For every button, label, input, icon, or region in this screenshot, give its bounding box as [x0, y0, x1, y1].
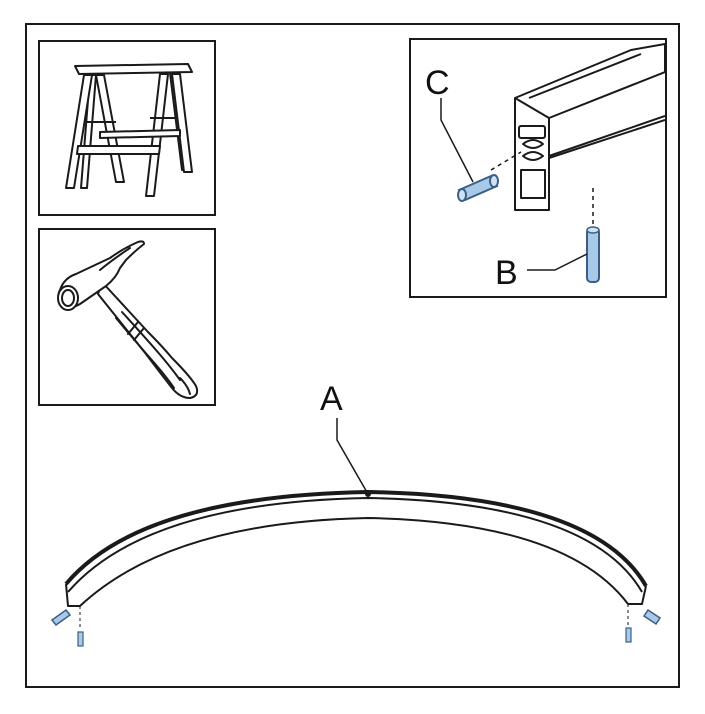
connector-detail-panel: C B — [409, 38, 667, 298]
pin-b — [586, 226, 600, 283]
label-a: A — [320, 380, 343, 418]
hammer-icon — [57, 240, 199, 399]
sawhorse-icon — [65, 63, 193, 197]
label-b: B — [495, 254, 518, 292]
sawhorse-tool-panel — [38, 40, 216, 216]
hammer-tool-panel — [38, 228, 216, 406]
pin-c — [457, 174, 499, 202]
profile-detail-drawing: C B — [425, 43, 665, 292]
label-c: C — [425, 64, 450, 102]
arc-end-pins — [50, 604, 662, 647]
